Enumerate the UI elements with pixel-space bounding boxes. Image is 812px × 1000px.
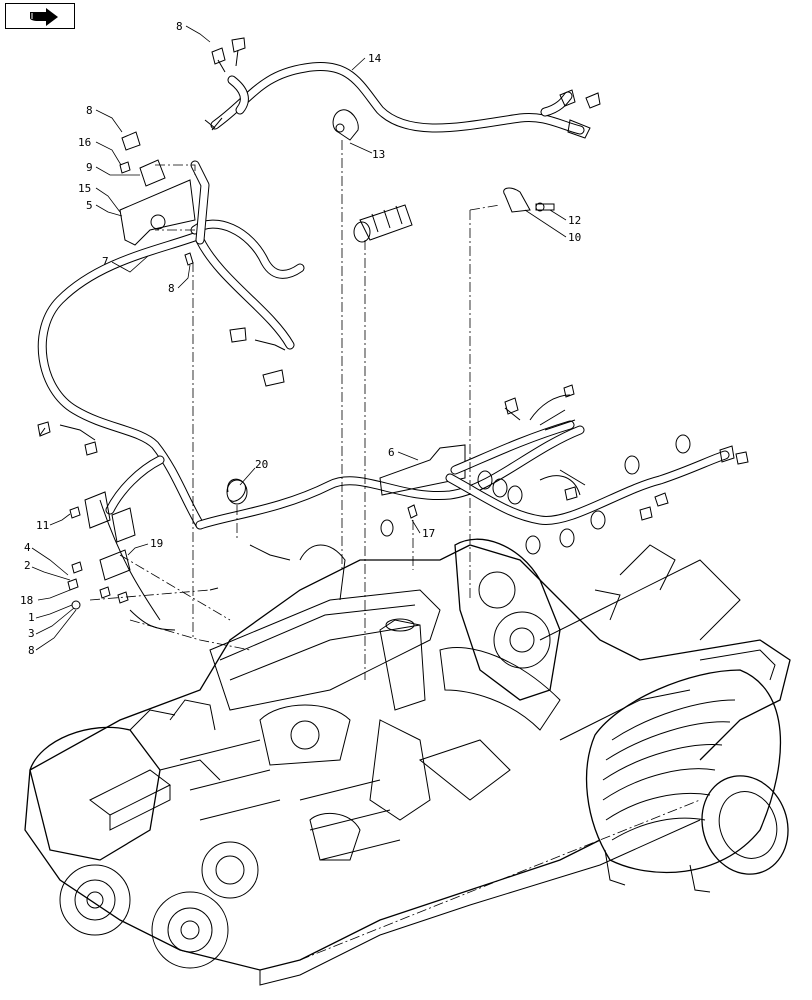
callout-12: 12 [568, 214, 581, 227]
callout-6: 6 [388, 446, 395, 459]
callout-8: 8 [168, 282, 175, 295]
callout-9: 9 [86, 161, 93, 174]
harness-6 [379, 384, 749, 525]
callout-1: 1 [28, 611, 35, 624]
clamps [67, 109, 691, 610]
arrow-right-icon [30, 8, 58, 26]
engine-assembly [24, 538, 791, 986]
callout-13: 13 [372, 148, 385, 161]
callout-19: 19 [150, 537, 163, 550]
harness-14 [204, 37, 601, 139]
leader-lines [31, 25, 567, 651]
callout-5: 5 [86, 199, 93, 212]
harness-7 [37, 160, 585, 631]
callout-8: 8 [176, 20, 183, 33]
callout-16: 16 [78, 136, 91, 149]
air-cleaner [586, 649, 789, 893]
callout-10: 10 [568, 231, 581, 244]
callout-11: 11 [36, 519, 49, 532]
callout-7: 7 [102, 255, 109, 268]
callout-2: 2 [24, 559, 31, 572]
callout-4: 4 [24, 541, 31, 554]
callout-18: 18 [20, 594, 33, 607]
callout-20: 20 [255, 458, 268, 471]
callout-8: 8 [28, 644, 35, 657]
next-page-button[interactable] [5, 3, 75, 29]
callout-17: 17 [422, 527, 435, 540]
callout-14: 14 [368, 52, 382, 65]
center-lines [89, 140, 501, 680]
callout-8: 8 [86, 104, 93, 117]
callouts: 8 14 8 16 13 9 15 5 12 10 7 8 6 20 11 17… [20, 20, 581, 657]
callout-3: 3 [28, 627, 35, 640]
callout-15: 15 [78, 182, 91, 195]
